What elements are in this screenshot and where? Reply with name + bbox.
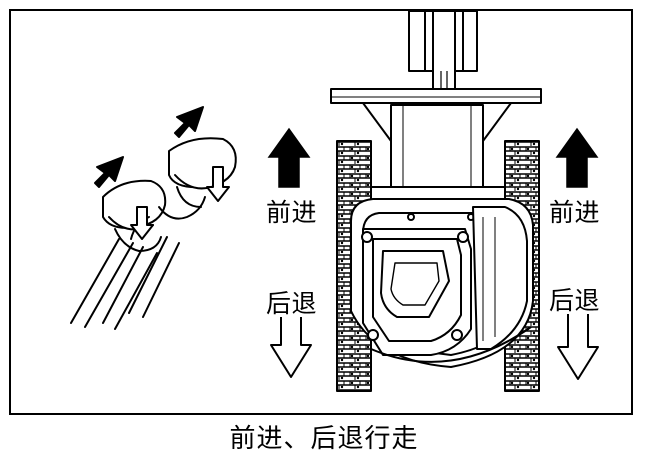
solid-up-arrow-icon xyxy=(555,127,599,188)
backward-label-left: 后退 xyxy=(266,289,318,318)
hand-on-levers-icon xyxy=(70,106,237,330)
figure-illustration xyxy=(70,11,599,392)
figure-caption: 前进、后退行走 xyxy=(229,424,419,454)
forward-label-left: 前进 xyxy=(266,198,318,227)
solid-up-arrow-icon xyxy=(267,127,311,188)
figure-frame: 前进 后退 前进 后退 xyxy=(9,9,633,415)
excavator-top-view-icon xyxy=(330,11,542,392)
hollow-down-arrow-icon xyxy=(557,312,599,380)
backward-label-right: 后退 xyxy=(549,286,601,315)
hollow-down-arrow-icon xyxy=(270,310,312,378)
forward-label-right: 前进 xyxy=(549,198,601,227)
